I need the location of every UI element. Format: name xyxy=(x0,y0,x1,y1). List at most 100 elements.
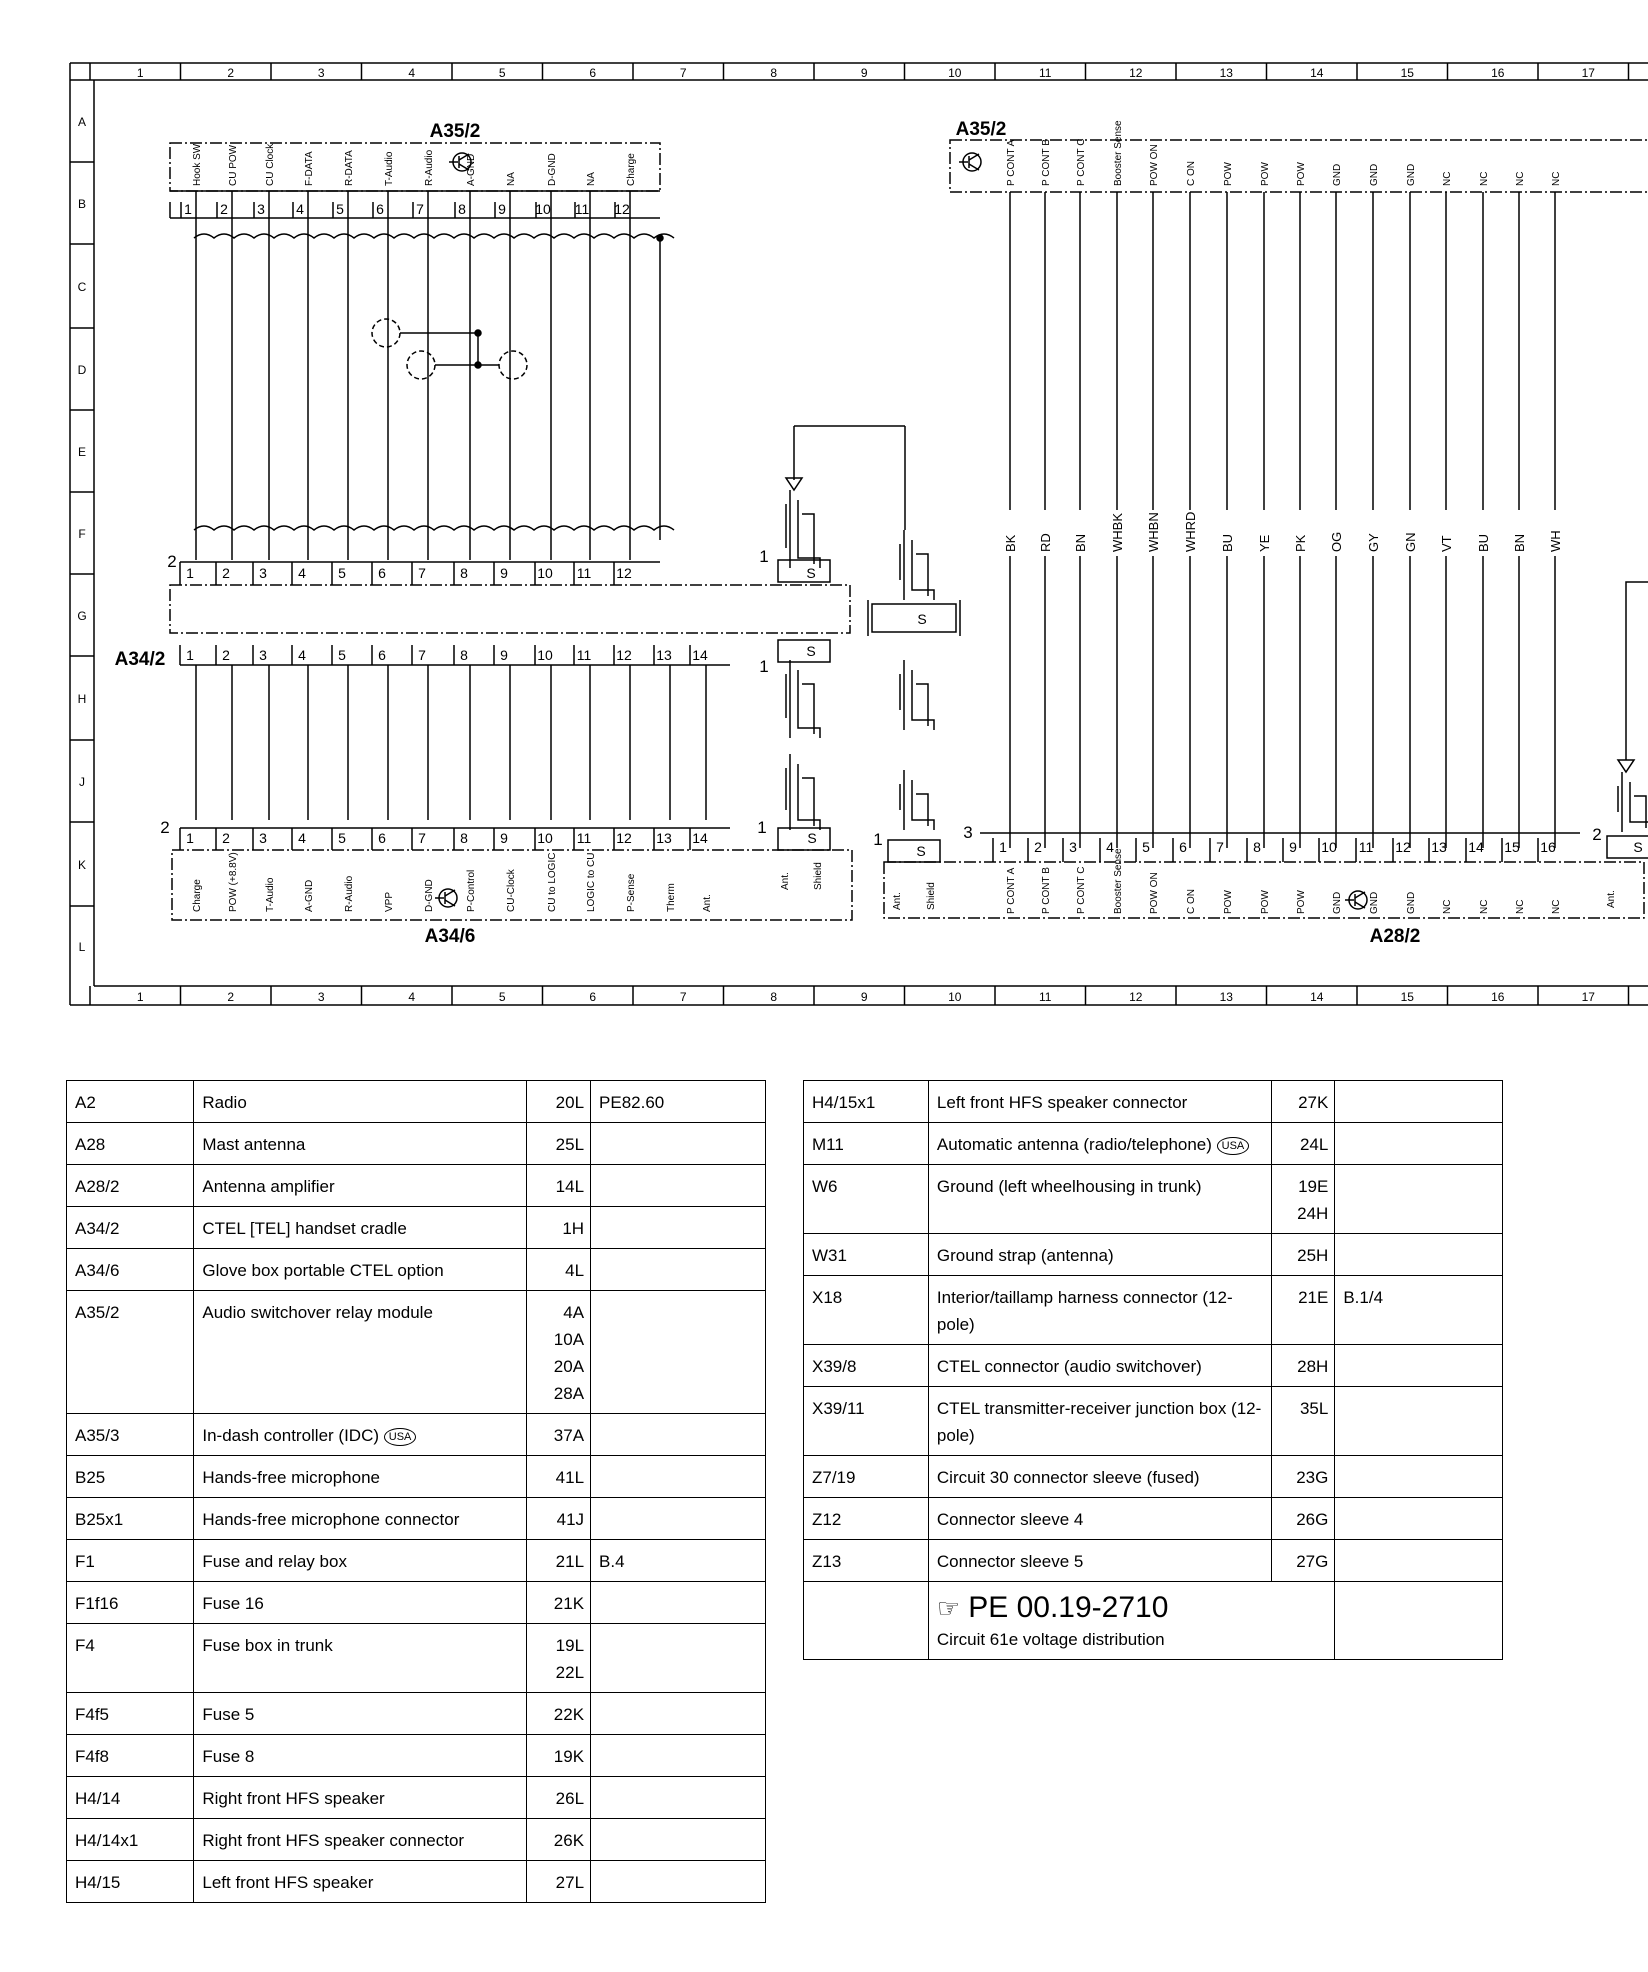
a34-6-pin-number: 7 xyxy=(418,830,426,846)
circuit-drawing xyxy=(169,139,1648,921)
wiring-schematic: 1122334455667788991010111112121313141415… xyxy=(69,62,1648,1006)
legend-desc: Automatic antenna (radio/telephone) USA xyxy=(927,1122,1273,1165)
a35-2-left-pin-label: A-GND xyxy=(466,154,477,186)
a34-6-pin-label: A-GND xyxy=(304,880,315,912)
a35-2-left-pin-label: R-Audio xyxy=(424,149,435,186)
a35-2-left-pin-label: D-GND xyxy=(547,153,558,186)
legend-desc: Glove box portable CTEL option xyxy=(193,1248,528,1291)
wire-color-gap xyxy=(1257,510,1271,556)
legend-loc: 21K xyxy=(526,1581,592,1624)
wire-color-label: PK xyxy=(1293,534,1308,552)
wire-color-label: WHBN xyxy=(1146,512,1161,552)
legend-ref xyxy=(590,1122,766,1165)
col-label-top: 6 xyxy=(589,66,596,80)
legend-code: A35/3 xyxy=(65,1413,195,1456)
a34-2-bottom-pin-number: 11 xyxy=(577,647,592,663)
row-label: H xyxy=(78,692,87,706)
a34-6-pin-label: VPP xyxy=(384,892,395,912)
cradle-ant-connector-top xyxy=(777,559,831,583)
a28-2-pin-label: GND xyxy=(1406,892,1417,914)
row-label: J xyxy=(79,775,85,789)
a34-6-pin-number: 1 xyxy=(186,830,194,846)
mast-antenna-feed xyxy=(1625,581,1648,760)
legend-code: A35/2 xyxy=(65,1290,195,1414)
wire-color-gap xyxy=(1183,510,1197,556)
a34-2-title: A34/2 xyxy=(115,649,166,670)
reference-code-text: PE 00.19-2710 xyxy=(968,1591,1169,1624)
a35-2-right-pin-label: POW xyxy=(1223,162,1234,186)
a28-2-pin-number: 3 xyxy=(1069,839,1077,855)
wire-color-label: BU xyxy=(1220,534,1235,552)
a34-2-bottom-pin-number: 8 xyxy=(460,647,468,663)
a28-2-pin-number: 5 xyxy=(1142,839,1150,855)
row-label: F xyxy=(78,527,85,541)
legend-loc: 27G xyxy=(1271,1539,1336,1582)
legend-code: B25 xyxy=(65,1455,195,1498)
a35-2-left-pin-number: 6 xyxy=(376,201,384,217)
a28-2-pin-number: 4 xyxy=(1106,839,1114,855)
pin-group-number: 2 xyxy=(167,552,176,571)
legend-ref xyxy=(1334,1122,1503,1165)
wire-color-gap xyxy=(1403,510,1417,556)
a28-2-pin-label: NC xyxy=(1479,900,1490,914)
a28-2-title: A28/2 xyxy=(1370,926,1421,947)
legend-desc: Fuse box in trunk xyxy=(193,1623,528,1693)
legend-desc: Interior/taillamp harness connector (12-… xyxy=(927,1275,1273,1345)
col-label-top: 9 xyxy=(861,66,868,80)
pin-group-number: 1 xyxy=(759,547,768,566)
a28-2-pin-number: 10 xyxy=(1321,839,1337,855)
wire-color-gap xyxy=(1146,510,1160,556)
a28-2-pin-label: C ON xyxy=(1186,889,1197,914)
pointing-hand-icon: ☞ xyxy=(936,1593,961,1623)
legend-loc: 27K xyxy=(1271,1080,1336,1123)
a28-2-pin-number: 16 xyxy=(1540,839,1556,855)
legend-loc: 28H xyxy=(1271,1344,1336,1387)
legend-desc: Connector sleeve 5 xyxy=(927,1539,1273,1582)
a28-2-pin-label: POW xyxy=(1260,890,1271,914)
a34-2-bottom-pin-number: 14 xyxy=(692,647,708,663)
coax-segment-5 xyxy=(903,660,935,730)
col-label-bottom: 15 xyxy=(1401,990,1415,1004)
legend-code: W31 xyxy=(803,1233,929,1276)
a35-2-right-pin-label: NC xyxy=(1479,172,1490,186)
legend-desc: Right front HFS speaker xyxy=(193,1776,528,1819)
legend-code: H4/15x1 xyxy=(803,1080,929,1123)
a34-2-top-pin-number: 11 xyxy=(577,565,592,581)
a28-2-pin-number: 13 xyxy=(1431,839,1447,855)
a35-2-left-title: A35/2 xyxy=(430,121,481,142)
legend-desc: Fuse 16 xyxy=(193,1581,528,1624)
a34-2-top-pin-number: 3 xyxy=(259,565,267,581)
legend-code: F1f16 xyxy=(65,1581,195,1624)
a28-2-pin-label: Booster Sense xyxy=(1113,848,1124,914)
a34-6-pin-number: 5 xyxy=(338,830,346,846)
legend-desc: Fuse 5 xyxy=(193,1692,528,1735)
a34-6-pin-number: 11 xyxy=(577,830,592,846)
coax-segment-1 xyxy=(789,490,821,568)
a34-2-bottom-pin-number: 1 xyxy=(186,647,194,663)
legend-loc: 41J xyxy=(526,1497,592,1540)
coax-segment-3 xyxy=(789,754,821,830)
legend-desc: Mast antenna xyxy=(193,1122,528,1165)
legend-code: Z7/19 xyxy=(803,1455,929,1498)
legend-ref xyxy=(1334,1497,1503,1540)
a34-6-pin-label: POW (+8.8V) xyxy=(228,852,239,912)
shield-s-label: S xyxy=(807,830,816,846)
legend-desc: Left front HFS speaker xyxy=(193,1860,528,1903)
col-label-bottom: 6 xyxy=(589,990,596,1004)
ground-symbol xyxy=(784,477,804,492)
a28-2-pin-label: P CONT A xyxy=(1006,867,1017,914)
legend-loc: 4L xyxy=(526,1248,592,1291)
shield-s-label: S xyxy=(917,611,926,627)
pin-group-number: 2 xyxy=(1592,825,1601,844)
a34-6-pin-label: Ant. xyxy=(702,894,713,912)
row-label: K xyxy=(78,858,86,872)
legend-loc: 14L xyxy=(526,1164,592,1207)
legend-ref xyxy=(590,1734,766,1777)
a34-2-top-pin-number: 10 xyxy=(537,565,553,581)
legend-desc: Circuit 30 connector sleeve (fused) xyxy=(927,1455,1273,1498)
shield-splice-2 xyxy=(406,350,436,380)
